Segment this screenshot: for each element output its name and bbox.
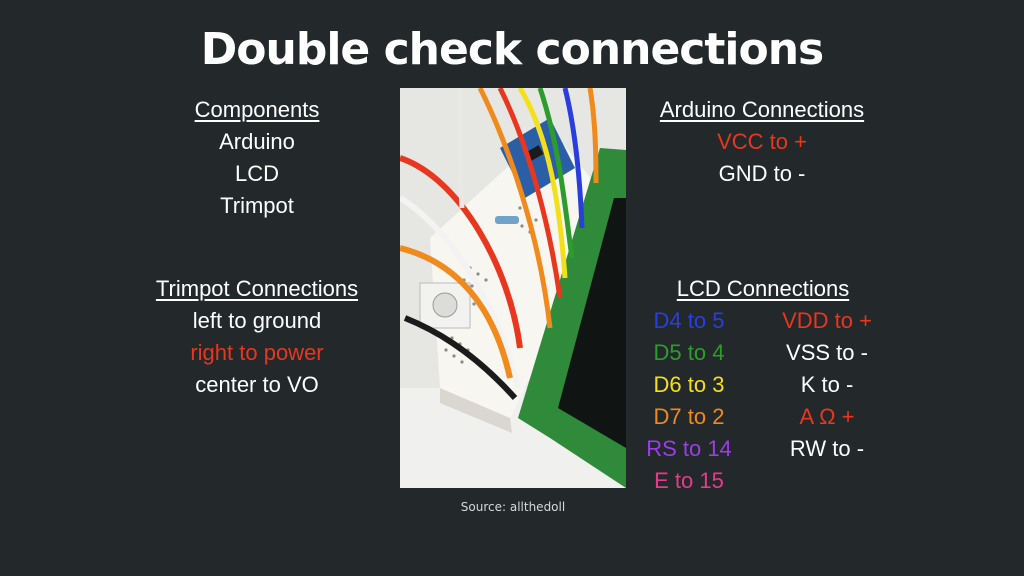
breadboard-photo-illustration — [400, 88, 626, 488]
component-item: LCD — [234, 161, 279, 186]
lcd-connection: A Ω + — [799, 404, 855, 429]
arduino-connection: VCC to + — [717, 129, 807, 154]
component-item: Arduino — [219, 129, 295, 154]
lcd-connection: D5 to 4 — [653, 340, 725, 365]
lcd-power-pins-column: VDD to + VSS to - K to - A Ω + RW to - — [768, 305, 886, 465]
lcd-connection: D6 to 3 — [653, 372, 725, 397]
components-heading: Components — [194, 97, 320, 122]
lcd-data-pins-column: D4 to 5 D5 to 4 D6 to 3 D7 to 2 RS to 14… — [630, 305, 748, 497]
lcd-connection: RW to - — [789, 436, 865, 461]
arduino-heading: Arduino Connections — [659, 97, 865, 122]
arduino-connection: GND to - — [718, 161, 806, 186]
lcd-connection: D7 to 2 — [653, 404, 725, 429]
trimpot-block: Trimpot Connections left to ground right… — [120, 273, 394, 401]
arduino-block: Arduino Connections VCC to + GND to - — [620, 94, 904, 190]
trimpot-connection: left to ground — [192, 308, 322, 333]
lcd-connection: E to 15 — [654, 468, 724, 493]
lcd-connection: RS to 14 — [646, 436, 732, 461]
breadboard-photo — [400, 88, 626, 488]
slide-title: Double check connections — [200, 24, 824, 75]
lcd-connection: VSS to - — [786, 340, 868, 365]
lcd-connection: D4 to 5 — [653, 308, 725, 333]
component-item: Trimpot — [220, 193, 294, 218]
trimpot-heading: Trimpot Connections — [155, 276, 359, 301]
lcd-connection: VDD to + — [782, 308, 872, 333]
trimpot-connection: center to VO — [195, 372, 319, 397]
lcd-connection: K to - — [800, 372, 854, 397]
components-block: Components Arduino LCD Trimpot — [130, 94, 384, 222]
trimpot-connection: right to power — [190, 340, 324, 365]
photo-source-caption: Source: allthedoll — [460, 500, 566, 514]
lcd-heading: LCD Connections — [676, 276, 850, 301]
